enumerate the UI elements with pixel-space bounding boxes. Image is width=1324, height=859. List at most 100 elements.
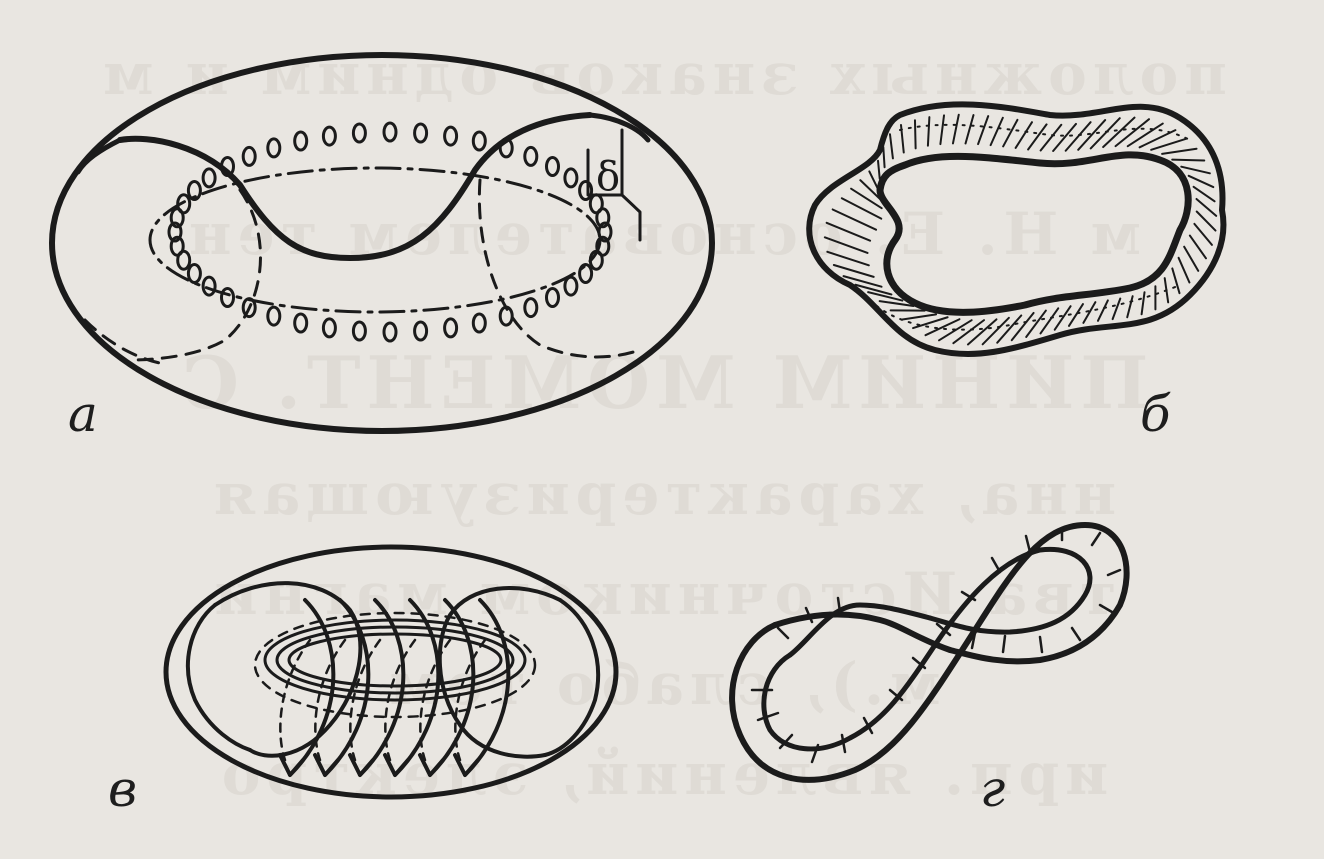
ring-hatch-stroke xyxy=(825,237,868,253)
ribbon-tick xyxy=(1108,570,1120,575)
helix-loop xyxy=(384,323,396,341)
helix-loop xyxy=(473,132,485,150)
ring-hatch-stroke xyxy=(890,134,893,158)
ring-hatch-stroke xyxy=(1128,124,1163,147)
ring-hatch-stroke xyxy=(966,115,974,143)
ring-hatch-stroke xyxy=(915,120,916,148)
helix-loop xyxy=(203,277,215,295)
ribbon-tick xyxy=(842,735,845,752)
ring-hatch-stroke xyxy=(978,116,988,144)
ring-hatch-stroke xyxy=(1179,258,1190,283)
helix-loop xyxy=(384,123,396,141)
field-line-back-dashed xyxy=(280,640,310,760)
ribbon-tick xyxy=(1003,636,1005,652)
helix-loop xyxy=(445,319,457,337)
ribbon-tick xyxy=(1092,533,1100,545)
ring-hatch-stroke xyxy=(869,171,878,189)
ring-hatch-stroke xyxy=(1012,313,1034,340)
helix-loop xyxy=(580,182,592,200)
ring-hatch-stroke xyxy=(1098,300,1108,320)
left-meridian-back xyxy=(188,605,250,750)
meridian-left-dashed xyxy=(130,190,260,360)
ring-inner-wavy-edge xyxy=(880,155,1188,312)
helix-loop xyxy=(188,265,200,283)
helix-loop xyxy=(580,265,592,283)
ring-hatch-stroke xyxy=(878,161,880,179)
ring-hatching xyxy=(825,115,1216,345)
helix-loop xyxy=(547,289,559,307)
helix-loop xyxy=(268,307,280,325)
panel-b-corrugated-ring xyxy=(809,104,1223,354)
ring-hatch-stroke xyxy=(1127,296,1132,317)
helix-loop xyxy=(415,124,427,142)
ring-hatch-stroke xyxy=(968,319,997,344)
helix-loop xyxy=(353,124,365,142)
helical-winding xyxy=(169,123,611,341)
ring-hatch-stroke xyxy=(1172,160,1204,161)
ribbon-tick xyxy=(1026,536,1030,552)
helix-loop xyxy=(547,158,559,176)
delta-symbol: δ xyxy=(596,154,620,200)
panel-a-torus-helix: δ xyxy=(52,55,712,431)
ring-hatch-stroke xyxy=(827,223,871,241)
ring-hatch-stroke xyxy=(1083,302,1095,323)
helix-loop xyxy=(565,277,577,295)
ring-outer-wavy-edge xyxy=(809,104,1223,354)
ribbon-tick xyxy=(778,628,788,638)
helix-loop xyxy=(415,322,427,340)
ring-hatch-stroke xyxy=(1026,311,1046,337)
ring-hatch-stroke xyxy=(991,118,1003,145)
ring-hatch-stroke xyxy=(1197,212,1216,231)
helix-loop xyxy=(243,147,255,165)
ring-hatch-stroke xyxy=(834,265,874,277)
ring-hatch-stroke xyxy=(1113,299,1121,320)
helix-loop xyxy=(353,322,365,340)
ring-hatch-stroke xyxy=(997,315,1021,342)
ribbon-tick xyxy=(1072,628,1080,640)
helix-loop xyxy=(525,147,537,165)
meridian-right-dashed xyxy=(479,180,640,357)
panel-label-b: б xyxy=(1140,385,1171,443)
ring-hatch-stroke xyxy=(1172,268,1179,293)
ring-hatch-stroke xyxy=(1142,292,1145,314)
ring-hatch-stroke xyxy=(1194,224,1212,245)
helix-loop xyxy=(323,319,335,337)
ribbon-tick xyxy=(1040,637,1042,652)
helix-loop xyxy=(525,299,537,317)
ring-hatch-stroke xyxy=(1184,247,1198,271)
helix-loop xyxy=(473,314,485,332)
helix-loop xyxy=(222,289,234,307)
ring-hatch-stroke xyxy=(1190,236,1206,259)
helix-loop xyxy=(203,169,215,187)
ring-hatch-stroke xyxy=(1003,120,1017,147)
ribbon-tick xyxy=(992,558,1000,572)
delta-leader-line xyxy=(622,195,640,240)
ring-hatch-stroke xyxy=(953,320,984,343)
ring-hatch-stroke xyxy=(902,314,936,319)
ring-hatch-stroke xyxy=(1053,124,1076,151)
ring-hatch-stroke xyxy=(1189,176,1214,187)
ring-hatch-stroke xyxy=(928,117,929,145)
panel-v-torus-field-lines xyxy=(166,547,616,797)
panel-label-g: г xyxy=(980,760,1005,818)
ribbon-tick xyxy=(1100,605,1112,612)
ring-hatch-stroke xyxy=(827,252,868,266)
ring-hatch-stroke xyxy=(1181,167,1210,174)
helix-loop xyxy=(295,132,307,150)
ring-hatch-stroke xyxy=(1066,122,1091,151)
panel-g-figure-eight-ribbon xyxy=(732,525,1127,780)
left-meridian-circle xyxy=(215,583,360,756)
helix-loop xyxy=(323,127,335,145)
ring-hatch-stroke xyxy=(883,147,884,167)
ring-hatch-stroke xyxy=(940,115,944,144)
panel-label-v: в xyxy=(108,760,137,818)
ring-hatch-stroke xyxy=(953,115,959,144)
torus-core-dashdot-line xyxy=(150,168,600,312)
inner-ring-2 xyxy=(277,627,513,693)
ring-hatch-stroke xyxy=(1078,120,1105,150)
helix-loop xyxy=(565,169,577,187)
helix-loop xyxy=(445,127,457,145)
ring-hatch-stroke xyxy=(1162,149,1196,154)
ring-hatch-stroke xyxy=(1016,122,1032,148)
